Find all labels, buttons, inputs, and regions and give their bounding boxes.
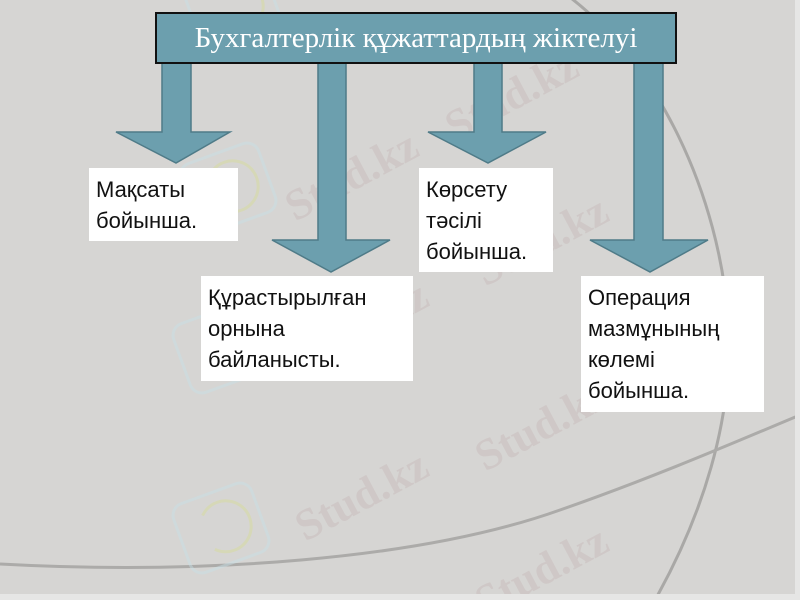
slide-edge [795, 0, 800, 600]
category-line: көлемі [588, 347, 655, 372]
category-line: бойынша. [426, 239, 528, 264]
category-box-purpose: Мақсаты бойынша. [89, 168, 238, 241]
category-box-method: Көрсету тәсілі бойынша. [419, 168, 553, 272]
category-line: мазмұнының [588, 316, 720, 341]
category-line: байланысты. [208, 347, 341, 372]
category-line: бойынша. [588, 378, 690, 403]
arrow-down-icon [589, 59, 709, 273]
category-line: Мақсаты [96, 177, 186, 202]
category-box-place: Құрастырылған орнына байланысты. [201, 276, 413, 381]
category-line: орнына [208, 316, 285, 341]
arrow-down-icon [271, 59, 391, 273]
category-line: Көрсету [426, 177, 508, 202]
arrow-down-icon [115, 59, 233, 164]
category-line: Операция [588, 285, 691, 310]
category-line: тәсілі [426, 208, 482, 233]
slide-edge [0, 594, 800, 600]
category-line: бойынша. [96, 208, 198, 233]
arrow-down-icon [427, 59, 547, 164]
category-line: Құрастырылған [208, 285, 367, 310]
category-box-volume: Операция мазмұнының көлемі бойынша. [581, 276, 764, 412]
diagram-title: Бухгалтерлік құжаттардың жіктелуі [155, 12, 677, 64]
